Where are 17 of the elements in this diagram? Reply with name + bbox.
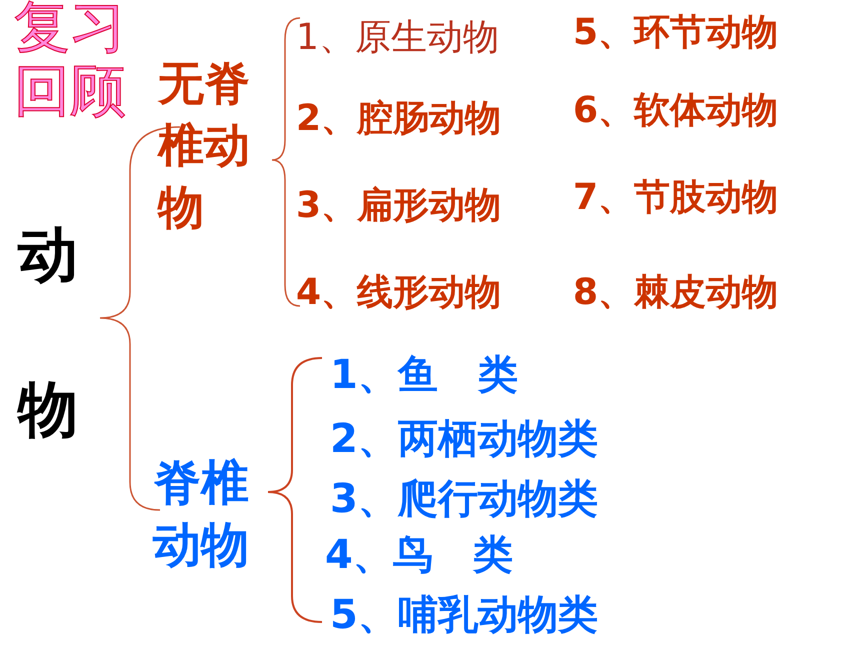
item-text: 1、鱼 类 <box>330 351 518 400</box>
item-text: 4、鸟 类 <box>325 531 513 580</box>
item-text: 3、爬行动物类 <box>330 475 598 524</box>
item-text: 8、棘皮动物 <box>573 271 778 315</box>
item-text: 2、两栖动物类 <box>330 415 598 464</box>
item-text: 3、扁形动物 <box>296 184 502 228</box>
heading-text: 动物 <box>18 219 79 447</box>
item-text: 7、节肢动物 <box>573 176 778 220</box>
item-text: 2、腔肠动物 <box>296 97 502 141</box>
item-text: 1、原生动物 <box>296 16 499 60</box>
item-text: 4、线形动物 <box>296 271 502 315</box>
item-text: 5、环节动物 <box>573 11 778 55</box>
item-text: 5、哺乳动物类 <box>330 591 598 640</box>
category-text: 脊椎动物 <box>153 454 250 575</box>
item-text: 6、软体动物 <box>573 89 778 133</box>
title: 复习回顾 <box>14 0 127 124</box>
category-text: 无脊椎动物 <box>158 55 251 236</box>
